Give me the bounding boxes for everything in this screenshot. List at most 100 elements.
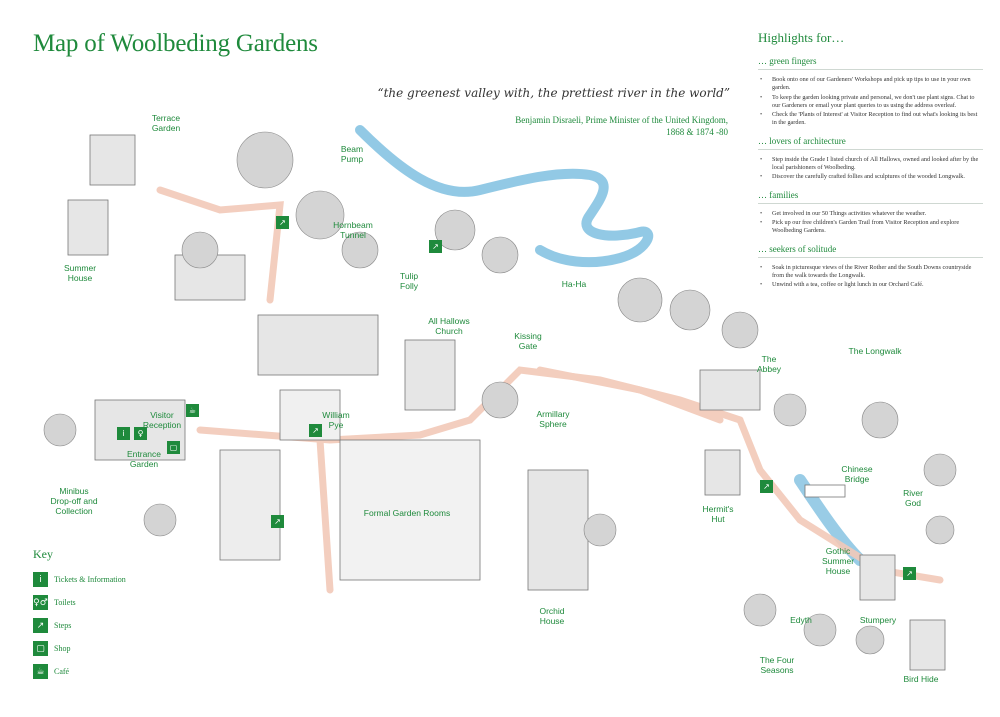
key-label: Café <box>54 667 70 676</box>
label-gothic-summer-house: Gothic Summer House <box>821 546 855 576</box>
path-north <box>156 186 284 304</box>
path-central <box>316 436 334 594</box>
label-the-longwalk: The Longwalk <box>848 346 902 356</box>
tree <box>295 190 345 240</box>
map-title: Map of Woolbeding Gardens <box>33 30 318 57</box>
highlight-item: To keep the garden looking private and p… <box>760 94 983 111</box>
key-label: Tickets & Information <box>54 575 126 584</box>
tree <box>617 277 663 323</box>
highlight-item: Step inside the Grade I listed church of… <box>760 156 983 173</box>
orchid-house-building <box>527 469 589 591</box>
tree <box>181 231 219 269</box>
section-heading: … green fingers <box>758 56 983 70</box>
label-william-pye: William Pye <box>322 410 350 430</box>
shop-icon: ▢ <box>33 641 48 656</box>
section-heading: … lovers of architecture <box>758 136 983 150</box>
highlight-item: Unwind with a tea, coffee or light lunch… <box>760 281 983 290</box>
label-bird-hide: Bird Hide <box>903 674 939 684</box>
label-beam-pump: Beam Pump <box>340 144 364 164</box>
highlights-panel: Highlights for… … green fingers Book ont… <box>758 30 983 290</box>
label-formal-garden-rooms: Formal Garden Rooms <box>363 508 451 518</box>
tree <box>236 131 294 189</box>
church-building <box>404 339 456 411</box>
label-orchid-house: Orchid House <box>539 606 565 626</box>
formal-garden-rooms-plot <box>339 439 481 581</box>
highlight-item: Discover the carefully crafted follies a… <box>760 173 983 182</box>
highlights-section-architecture: … lovers of architecture Step inside the… <box>758 136 983 182</box>
label-visitor-reception: Visitor Reception <box>142 410 182 430</box>
tree <box>925 515 955 545</box>
highlights-section-families: … families Get involved in our 50 Things… <box>758 190 983 236</box>
label-hornbeam-tunnel: Hornbeam Tunnel <box>333 220 373 240</box>
highlight-item: Check the 'Plants of Interest' at Visito… <box>760 111 983 128</box>
tree <box>43 413 77 447</box>
bridge <box>804 484 846 498</box>
toilets-marker-icon: ♀ <box>134 427 147 440</box>
hermits-hut-building <box>704 449 741 496</box>
toilets-icon: ♀♂ <box>33 595 48 610</box>
key-item-tickets: i Tickets & Information <box>33 568 173 591</box>
steps-marker-icon: ↗ <box>429 240 442 253</box>
disraeli-quote: “the greenest valley with, the prettiest… <box>377 86 730 100</box>
section-heading: … families <box>758 190 983 204</box>
tree <box>143 503 177 537</box>
tree <box>481 236 519 274</box>
info-marker-icon: i <box>117 427 130 440</box>
label-terrace-garden: Terrace Garden <box>151 113 181 133</box>
highlight-item: Pick up our free children's Garden Trail… <box>760 219 983 236</box>
quote-attribution: Benjamin Disraeli, Prime Minister of the… <box>515 115 728 137</box>
key-item-steps: ↗ Steps <box>33 614 173 637</box>
label-kissing-gate: Kissing Gate <box>514 331 542 351</box>
steps-icon: ↗ <box>33 618 48 633</box>
label-armillary-sphere: Armillary Sphere <box>536 409 570 429</box>
key-item-cafe: ☕ Café <box>33 660 173 683</box>
section-heading: … seekers of solitude <box>758 244 983 258</box>
tree <box>773 393 807 427</box>
summer-house-building <box>67 199 109 256</box>
highlight-item: Get involved in our 50 Things activities… <box>760 210 983 219</box>
highlights-title: Highlights for… <box>758 30 845 45</box>
walled-garden-plot <box>219 449 281 561</box>
label-ha-ha: Ha-Ha <box>561 279 587 289</box>
label-summer-house: Summer House <box>63 263 97 283</box>
label-entrance-garden: Entrance Garden <box>126 449 162 469</box>
cafe-marker-icon: ☕ <box>186 404 199 417</box>
river-rother <box>355 125 654 268</box>
path-longwalk-2 <box>536 366 724 424</box>
label-hermits-hut: Hermit's Hut <box>702 504 734 524</box>
tree <box>721 311 759 349</box>
tree <box>341 231 379 269</box>
label-the-abbey: The Abbey <box>756 354 782 374</box>
label-chinese-bridge: Chinese Bridge <box>841 464 873 484</box>
label-tulip-folly: Tulip Folly <box>399 271 419 291</box>
path-longwalk <box>736 416 944 584</box>
cafe-icon: ☕ <box>33 664 48 679</box>
key-label: Shop <box>54 644 71 653</box>
label-minibus-drop-off: Minibus Drop-off and Collection <box>50 486 98 516</box>
key-title: Key <box>33 547 53 561</box>
highlights-section-green-fingers: … green fingers Book onto one of our Gar… <box>758 56 983 128</box>
tree <box>855 625 885 655</box>
steps-marker-icon: ↗ <box>271 515 284 528</box>
abbey-building <box>699 369 761 411</box>
bird-hide-building <box>909 619 946 671</box>
tree <box>481 381 519 419</box>
highlight-item: Soak in picturesque views of the River R… <box>760 264 983 281</box>
label-four-seasons: The Four Seasons <box>759 655 795 675</box>
tree <box>669 289 711 331</box>
key-label: Steps <box>54 621 72 630</box>
label-stumpery: Stumpery <box>859 615 897 625</box>
tree <box>923 453 957 487</box>
key-item-shop: ▢ Shop <box>33 637 173 660</box>
steps-marker-icon: ↗ <box>309 424 322 437</box>
terrace-building <box>89 134 136 186</box>
shop-marker-icon: ▢ <box>167 441 180 454</box>
tree <box>803 613 837 647</box>
key-label: Toilets <box>54 598 76 607</box>
highlight-item: Book onto one of our Gardeners' Workshop… <box>760 76 983 93</box>
label-river-god: River God <box>903 488 923 508</box>
steps-marker-icon: ↗ <box>903 567 916 580</box>
tree <box>434 209 476 251</box>
tree <box>861 401 899 439</box>
